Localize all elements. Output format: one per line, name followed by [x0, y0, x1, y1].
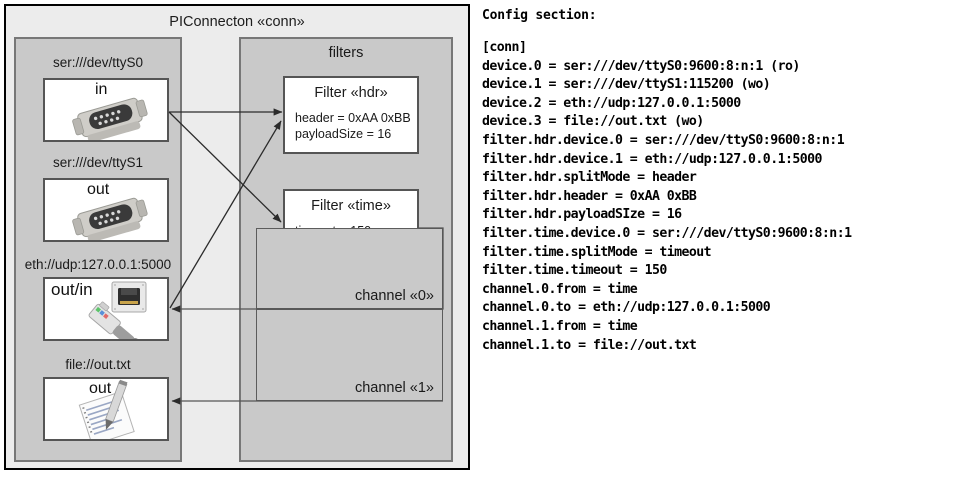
channel-label-0: channel «0»	[354, 288, 434, 304]
text-file-icon	[78, 379, 135, 439]
config-line: filter.time.device.0 = ser:///dev/ttyS0:…	[482, 225, 852, 241]
config-line: filter.hdr.device.0 = ser:///dev/ttyS0:9…	[482, 132, 845, 148]
config-line: filter.hdr.splitMode = header	[482, 170, 697, 186]
filter-props-hdr: header = 0xAA 0xBB payloadSize = 16	[295, 110, 411, 142]
filter-prop: header = 0xAA 0xBB	[295, 111, 411, 125]
config-line: channel.0.to = eth://udp:127.0.0.1:5000	[482, 300, 771, 316]
config-line: filter.time.splitMode = timeout	[482, 244, 712, 260]
device-box-ttys0[interactable]: in	[43, 78, 169, 142]
config-heading: Config section:	[482, 8, 597, 23]
device-label-eth: eth://udp:127.0.0.1:5000	[24, 257, 172, 272]
config-line: channel.1.from = time	[482, 318, 638, 334]
config-line: device.0 = ser:///dev/ttyS0:9600:8:n:1 (…	[482, 58, 800, 74]
channel-label-1: channel «1»	[354, 380, 434, 396]
config-line: channel.1.to = file://out.txt	[482, 337, 697, 353]
config-line: [conn]	[482, 40, 527, 55]
device-direction-file: out	[89, 380, 112, 397]
serial-port-icon	[72, 97, 148, 140]
device-label-ttys0: ser:///dev/ttyS0	[52, 55, 144, 70]
filters-panel-title: filters	[328, 45, 364, 61]
config-line: device.3 = file://out.txt (wo)	[482, 114, 704, 130]
config-line: filter.time.timeout = 150	[482, 263, 667, 279]
config-line: filter.hdr.device.1 = eth://udp:127.0.0.…	[482, 151, 822, 167]
device-box-eth[interactable]: out/in	[43, 277, 169, 341]
channel-box-1[interactable]: channel «1»	[256, 309, 443, 401]
device-label-file: file://out.txt	[65, 357, 131, 372]
device-box-file[interactable]: out	[43, 377, 169, 441]
config-line: device.1 = ser:///dev/ttyS1:115200 (wo)	[482, 77, 771, 93]
filter-title-time: Filter «time»	[311, 198, 391, 214]
filter-prop: payloadSize = 16	[295, 127, 392, 141]
ethernet-port-icon	[88, 281, 147, 339]
config-body: [conn] device.0 = ser:///dev/ttyS0:9600:8…	[482, 39, 960, 355]
config-line: channel.0.from = time	[482, 281, 638, 297]
config-section: Config section: [conn] device.0 = ser:///…	[482, 8, 960, 355]
config-line: filter.hdr.header = 0xAA 0xBB	[482, 188, 697, 204]
device-label-ttys1: ser:///dev/ttyS1	[52, 155, 144, 170]
device-direction-ttys1: out	[87, 181, 110, 198]
filter-title-hdr: Filter «hdr»	[314, 85, 388, 101]
channel-box-0[interactable]: channel «0»	[256, 228, 443, 309]
config-line: filter.hdr.payloadSIze = 16	[482, 207, 682, 223]
device-direction-eth: out/in	[51, 280, 93, 299]
device-direction-ttys0: in	[95, 81, 108, 98]
filter-box-hdr[interactable]: Filter «hdr» header = 0xAA 0xBB payloadS…	[283, 76, 419, 154]
device-box-ttys1[interactable]: out	[43, 178, 169, 242]
diagram-title: PIConnecton «conn»	[169, 14, 305, 30]
config-line: device.2 = eth://udp:127.0.0.1:5000	[482, 95, 741, 111]
serial-port-icon	[72, 197, 148, 240]
